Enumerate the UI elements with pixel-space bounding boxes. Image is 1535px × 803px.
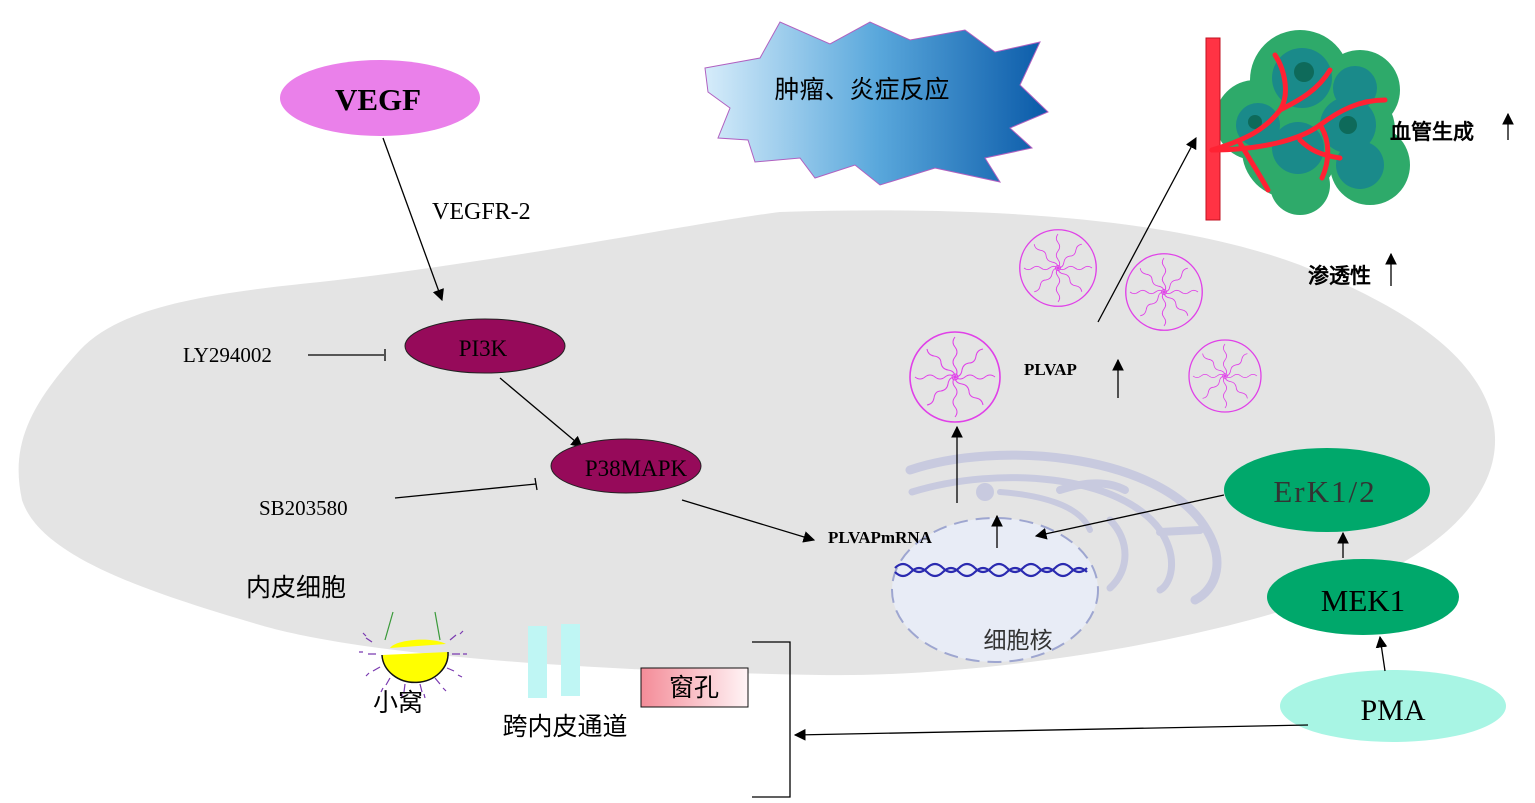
nucleus: 细胞核 bbox=[891, 450, 1222, 663]
mek1-node: MEK1 bbox=[1267, 559, 1459, 635]
transendothelial-channel-label: 跨内皮通道 bbox=[502, 712, 627, 741]
dna-helix-icon bbox=[894, 562, 1088, 574]
tumor-inflammation-cloud: 肿瘤、炎症反应 bbox=[704, 21, 1049, 186]
pma-label: PMA bbox=[1360, 694, 1425, 727]
plvap-to-vessel-arrow bbox=[1097, 136, 1197, 323]
pma-to-mek1-arrow bbox=[1375, 635, 1388, 672]
p38mapk-label: P38MAPK bbox=[585, 456, 688, 481]
transendothelial-channel-icon: 跨内皮通道 bbox=[502, 624, 628, 741]
tumor-inflammation-label: 肿瘤、炎症反应 bbox=[774, 75, 949, 104]
mek1-label: MEK1 bbox=[1321, 583, 1405, 618]
caveolae-icon: 小窝 bbox=[359, 611, 467, 717]
plvap-label: PLVAP bbox=[1024, 360, 1077, 379]
structures-bracket bbox=[752, 641, 791, 798]
p38mapk-node: P38MAPK bbox=[550, 438, 702, 494]
permeability-label: 渗透性 bbox=[1308, 264, 1371, 288]
plvap-mrna-label: PLVAPmRNA bbox=[828, 528, 933, 547]
sb203580-label: SB203580 bbox=[259, 496, 348, 520]
fenestra-label: 窗孔 bbox=[669, 673, 719, 702]
blood-vessel-icon bbox=[1205, 30, 1410, 221]
fenestra-box: 窗孔 bbox=[640, 667, 749, 708]
erk-node: ErK1/2 bbox=[1224, 448, 1430, 532]
caveolae-label: 小窝 bbox=[373, 688, 423, 717]
sb203580-inhibition bbox=[394, 477, 538, 499]
erk-to-mrna-arrow bbox=[1034, 494, 1225, 540]
nucleus-label: 细胞核 bbox=[984, 628, 1053, 654]
endothelial-cell-label: 内皮细胞 bbox=[246, 573, 346, 602]
angiogenesis-label: 血管生成 bbox=[1390, 120, 1474, 144]
p38-to-mrna-arrow bbox=[681, 499, 816, 543]
vegf-label: VEGF bbox=[335, 82, 421, 117]
vegf-node: VEGF bbox=[280, 60, 480, 136]
pma-to-structures-arrow bbox=[793, 724, 1309, 741]
vegfr2-label: VEGFR-2 bbox=[432, 199, 531, 225]
pma-node: PMA bbox=[1280, 670, 1506, 742]
pi3k-label: PI3K bbox=[459, 336, 508, 361]
ly294002-inhibition bbox=[308, 349, 386, 361]
pi3k-node: PI3K bbox=[404, 318, 566, 374]
vegf-to-pi3k-arrow bbox=[382, 137, 444, 302]
pi3k-to-p38-arrow bbox=[499, 377, 583, 448]
ly294002-label: LY294002 bbox=[183, 343, 272, 367]
erk-label: ErK1/2 bbox=[1273, 474, 1376, 509]
